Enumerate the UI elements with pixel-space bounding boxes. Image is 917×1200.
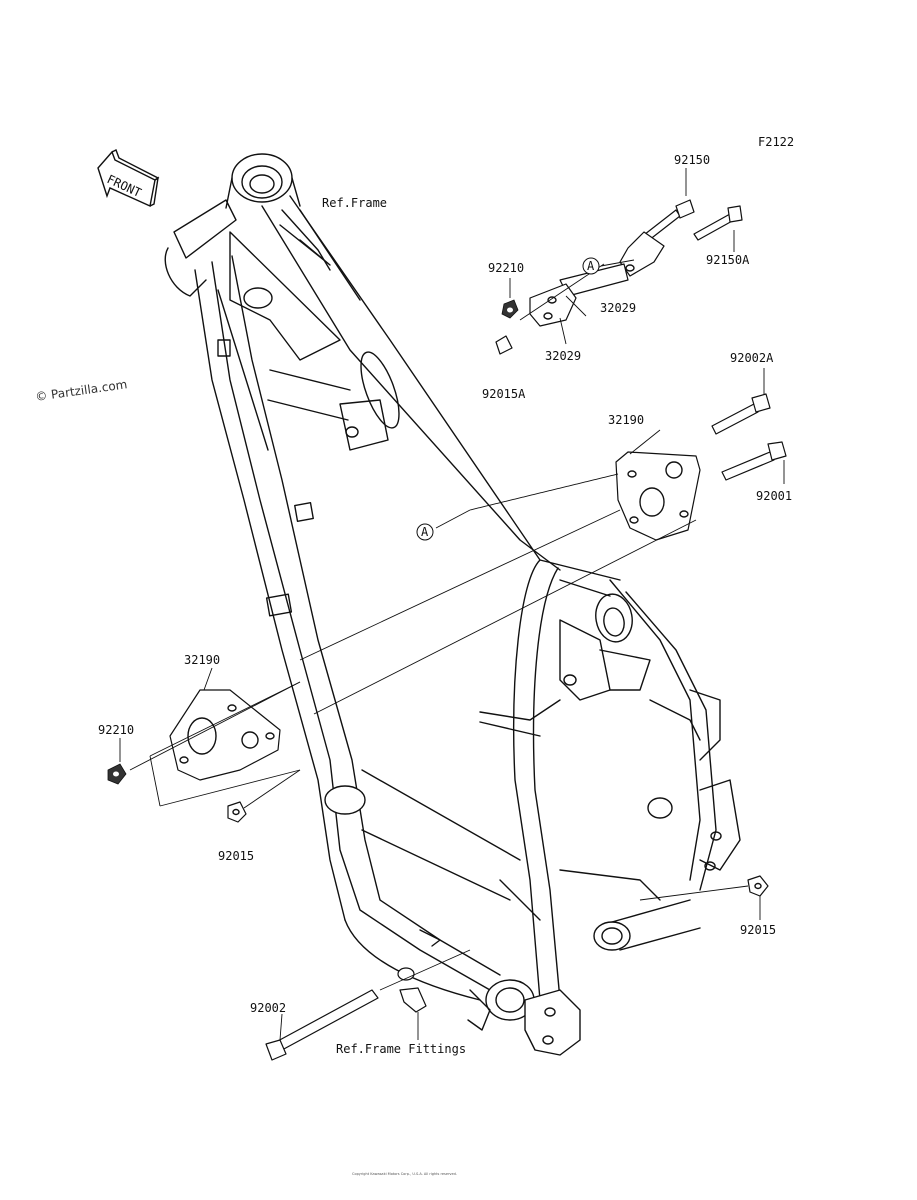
clip-part bbox=[495, 335, 513, 355]
bolt-92002a bbox=[711, 393, 771, 435]
nut-92210-upper bbox=[501, 299, 519, 319]
label-32190-right: 32190 bbox=[608, 413, 644, 427]
callout-a-upper: A bbox=[582, 257, 600, 275]
watermark: © Partzilla.com bbox=[34, 377, 128, 404]
bracket-32190-left bbox=[169, 689, 281, 781]
label-92001: 92001 bbox=[756, 489, 792, 503]
nut-92210-left bbox=[107, 763, 127, 785]
label-92150: 92150 bbox=[674, 153, 710, 167]
label-32029-upper: 32029 bbox=[600, 301, 636, 315]
bolt-92002 bbox=[265, 989, 379, 1061]
figure-code: F2122 bbox=[758, 135, 794, 149]
label-92210-left: 92210 bbox=[98, 723, 134, 737]
label-92002: 92002 bbox=[250, 1001, 286, 1015]
front-arrow-icon: FRONT bbox=[97, 149, 160, 208]
label-92015-right: 92015 bbox=[740, 923, 776, 937]
label-32029-lower: 32029 bbox=[545, 349, 581, 363]
ref-frame-fittings-label: Ref.Frame Fittings bbox=[336, 1042, 466, 1056]
nut-92015-left bbox=[227, 801, 247, 823]
bracket-32029-lower bbox=[529, 283, 577, 327]
nut-92015-right bbox=[747, 875, 769, 897]
frame-fittings-spacers bbox=[397, 967, 427, 1013]
svg-text:A: A bbox=[421, 525, 429, 539]
label-92015a: 92015A bbox=[482, 387, 526, 401]
bolt-92150a bbox=[693, 205, 743, 241]
bracket-32190-right bbox=[615, 451, 701, 541]
leader-lines bbox=[119, 168, 785, 1041]
label-92210-upper: 92210 bbox=[488, 261, 524, 275]
svg-text:A: A bbox=[587, 259, 595, 273]
bracket-32029-upper bbox=[559, 231, 665, 297]
label-92002a: 92002A bbox=[730, 351, 774, 365]
motorcycle-frame bbox=[164, 153, 741, 1056]
copyright-footer: Copyright Kawasaki Motors Corp., U.S.A. … bbox=[352, 1172, 457, 1176]
label-32190-left: 32190 bbox=[184, 653, 220, 667]
label-92150a: 92150A bbox=[706, 253, 750, 267]
callout-a-lower: A bbox=[416, 523, 434, 541]
bolt-92001 bbox=[721, 441, 787, 481]
ref-frame-label: Ref.Frame bbox=[322, 196, 387, 210]
label-92015-left: 92015 bbox=[218, 849, 254, 863]
